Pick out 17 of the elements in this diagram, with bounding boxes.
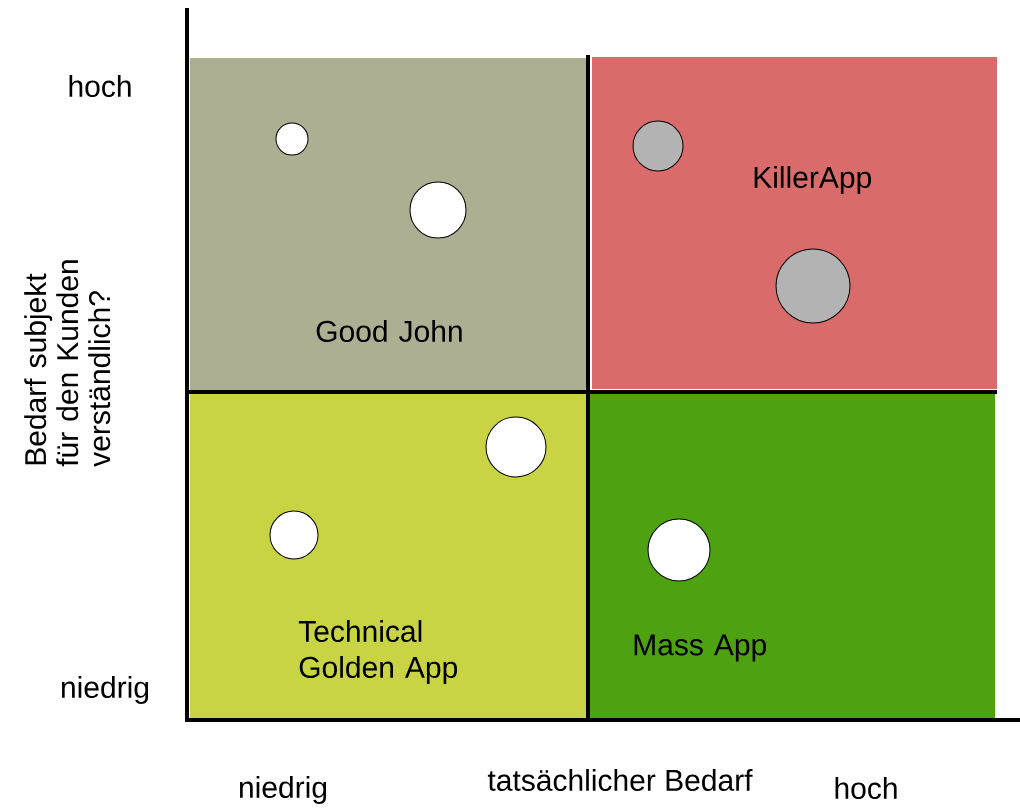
axis-label: tatsächlicher Bedarf (487, 769, 753, 791)
circle-marker (275, 122, 309, 156)
circle-marker (632, 120, 684, 172)
axis-label: hoch (69, 75, 131, 97)
axis-label: hoch (835, 777, 897, 799)
quadrant: Mass App (590, 394, 995, 720)
quadrant: Good John (190, 58, 586, 390)
axis-label: niedrig (61, 676, 149, 704)
circle-marker (485, 416, 547, 478)
quadrant: Technical Golden App (190, 394, 588, 720)
axis-title: Bedarf subjekt für den Kunden verständlich? (24, 260, 111, 467)
quadrant: KillerApp (592, 57, 997, 389)
circle-marker (269, 510, 319, 560)
circle-marker (775, 248, 851, 324)
circle-marker (409, 181, 467, 239)
circle-marker (647, 518, 711, 582)
axis-label: niedrig (239, 776, 327, 804)
